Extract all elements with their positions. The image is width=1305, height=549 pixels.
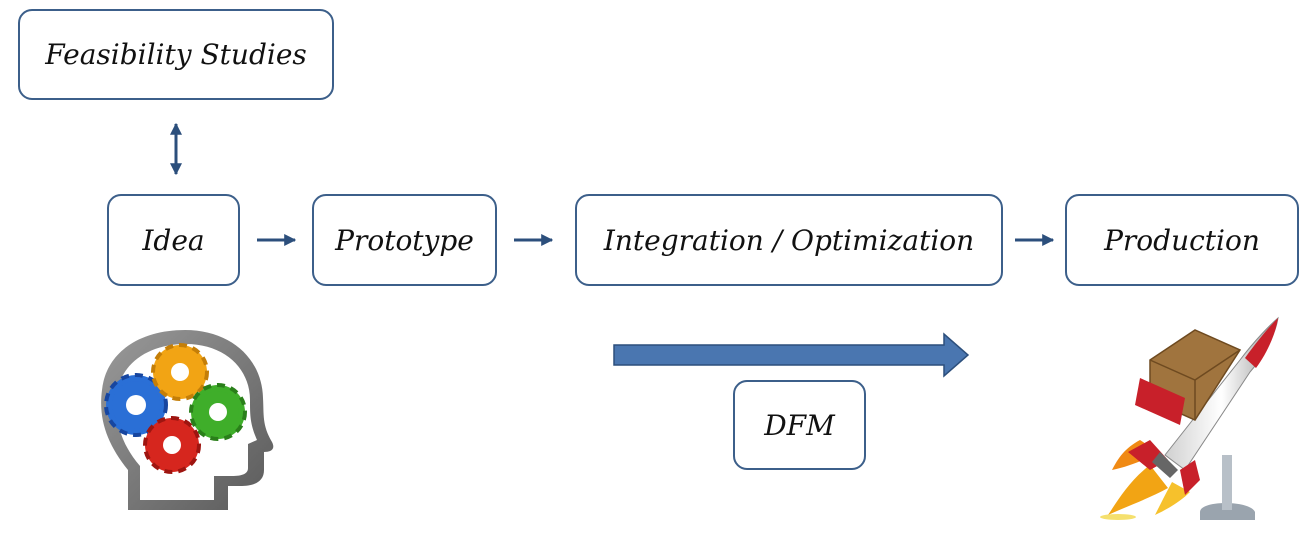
idea-box: Idea (107, 194, 240, 286)
integration-optimization-box: Integration / Optimization (575, 194, 1003, 286)
prototype-label: Prototype (335, 223, 474, 257)
dfm-box: DFM (733, 380, 866, 470)
feasibility-studies-label: Feasibility Studies (45, 38, 307, 71)
integration-optimization-label: Integration / Optimization (603, 223, 975, 257)
feasibility-studies-box: Feasibility Studies (18, 9, 334, 100)
rocket-icon (1100, 316, 1279, 520)
head-gears-icon (101, 330, 274, 510)
dfm-arrow (613, 332, 970, 378)
prototype-box: Prototype (312, 194, 497, 286)
dfm-label: DFM (764, 408, 835, 442)
production-label: Production (1104, 223, 1260, 257)
idea-label: Idea (142, 223, 205, 257)
production-box: Production (1065, 194, 1299, 286)
